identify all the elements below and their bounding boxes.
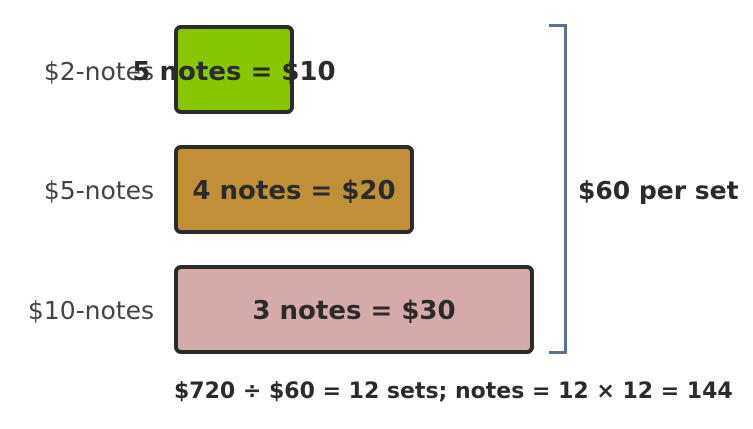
row-label-5-notes: $5-notes — [43, 176, 154, 205]
bar-text-10-notes: 3 notes = $30 — [252, 296, 456, 326]
bar-text-5-notes: 4 notes = $20 — [192, 176, 396, 206]
bar-5-notes — [174, 145, 414, 234]
bar-text-2-notes: 5 notes = $10 — [132, 57, 336, 87]
set-bracket — [549, 24, 567, 354]
bar-2-notes — [174, 25, 294, 114]
footer-equation: $720 ÷ $60 = 12 sets; notes = 12 × 12 = … — [174, 379, 733, 404]
row-label-2-notes: $2-notes — [43, 57, 154, 86]
bar-10-notes — [174, 265, 534, 354]
row-label-10-notes: $10-notes — [27, 296, 154, 325]
bracket-label: $60 per set — [578, 176, 739, 205]
